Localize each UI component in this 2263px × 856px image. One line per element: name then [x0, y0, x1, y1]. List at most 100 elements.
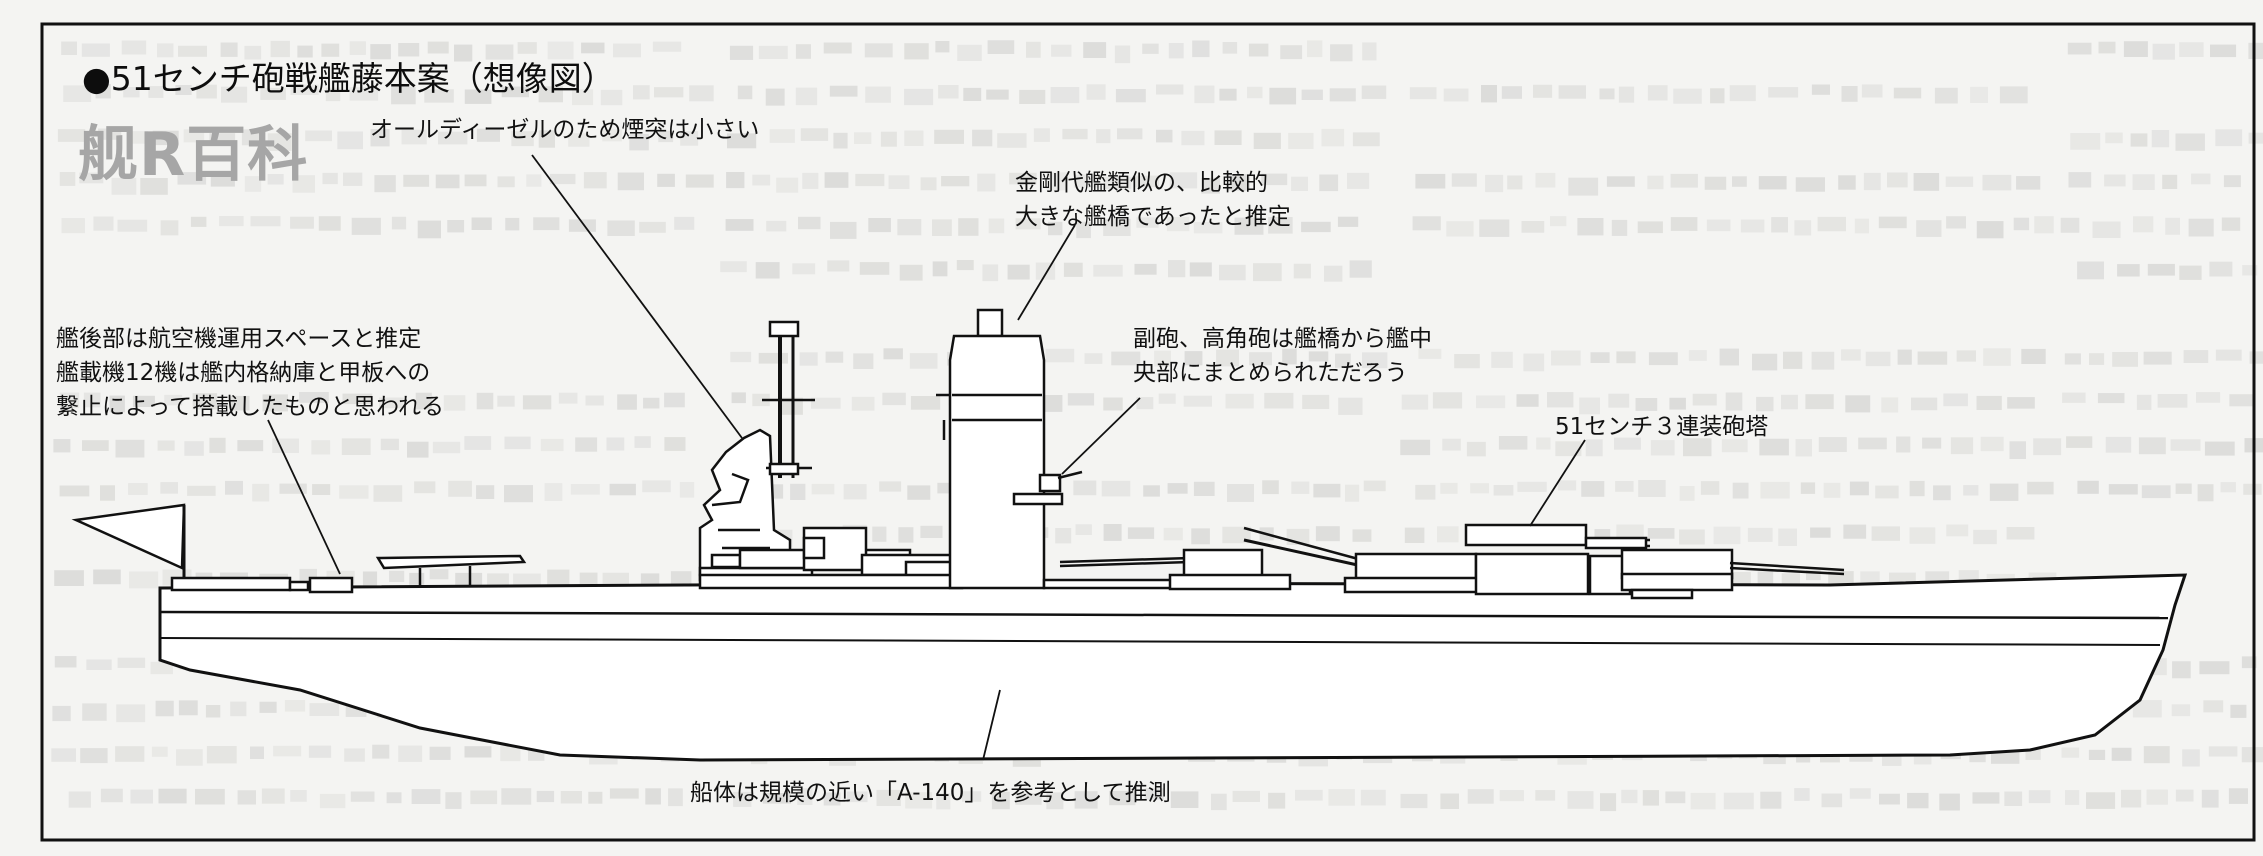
bleed-glyph	[1621, 789, 1638, 804]
bleed-glyph	[1909, 527, 1936, 544]
bleed-glyph	[279, 483, 307, 494]
bleed-glyph	[1679, 486, 1695, 501]
bleed-glyph	[2165, 217, 2180, 235]
bleed-glyph	[855, 173, 885, 187]
bleed-glyph	[2209, 261, 2233, 277]
bleed-glyph	[1046, 792, 1064, 810]
bleed-glyph	[79, 172, 104, 184]
bleed-glyph	[325, 87, 341, 102]
bleed-glyph	[1338, 397, 1363, 415]
main-deck-forward-block	[1042, 578, 1176, 590]
bleed-glyph	[811, 483, 835, 495]
bleed-glyph	[424, 89, 454, 103]
bleed-glyph	[1581, 481, 1605, 497]
bleed-glyph	[1103, 524, 1122, 541]
bleed-glyph	[2175, 133, 2205, 151]
annotation-secondary-guns: 副砲、高角砲は艦橋から艦中 央部にまとめられただろう	[1133, 326, 1432, 386]
bleed-glyph	[1335, 353, 1351, 368]
bleed-glyph	[1970, 86, 1988, 103]
bleed-glyph	[670, 571, 692, 585]
bleed-glyph	[1887, 172, 1908, 188]
bleed-glyph	[1637, 221, 1663, 234]
bleed-glyph	[657, 173, 675, 187]
bleed-glyph	[823, 42, 852, 54]
hull-step-line	[159, 637, 2161, 646]
bleed-glyph	[2105, 132, 2123, 144]
bleed-glyph	[500, 746, 521, 762]
funnel-block	[698, 428, 792, 577]
bleed-glyph	[526, 174, 542, 187]
bleed-glyph	[851, 396, 875, 411]
bleed-glyph	[1817, 216, 1846, 232]
bleed-glyph	[1647, 85, 1668, 101]
bleed-glyph	[769, 129, 795, 143]
bleed-glyph	[1227, 174, 1250, 191]
bleed-glyph	[2188, 218, 2214, 237]
bleed-glyph	[1168, 260, 1186, 278]
bleed-glyph	[140, 178, 168, 195]
bleed-glyph	[1076, 221, 1091, 239]
bleed-glyph	[57, 129, 86, 142]
bleed-glyph	[1216, 349, 1239, 367]
bleed-glyph	[2183, 350, 2209, 363]
bleed-glyph	[128, 483, 148, 495]
bleed-glyph	[148, 86, 164, 98]
bleed-glyph	[1911, 397, 1938, 411]
bleed-glyph	[321, 43, 340, 57]
bleed-glyph	[160, 482, 178, 494]
bleed-glyph	[1225, 393, 1254, 409]
bleed-glyph	[1109, 790, 1136, 806]
bleed-glyph	[1440, 482, 1458, 494]
bleed-glyph	[1768, 87, 1799, 98]
bleed-glyph	[1650, 440, 1675, 456]
bleed-glyph	[1214, 130, 1242, 145]
bleed-glyph	[1889, 572, 1916, 584]
bleed-glyph	[1363, 480, 1386, 492]
bleed-glyph	[319, 793, 346, 809]
bleed-glyph	[1692, 393, 1717, 406]
bleed-glyph	[476, 392, 494, 410]
bleed-glyph	[2208, 746, 2238, 757]
bleed-glyph	[2062, 392, 2086, 403]
bleed-glyph	[880, 131, 897, 147]
bleed-glyph	[2025, 749, 2041, 760]
bleed-glyph	[1183, 395, 1212, 407]
bleed-glyph	[1608, 393, 1630, 408]
bleed-glyph	[1989, 483, 2019, 501]
bleed-glyph	[1973, 529, 1997, 545]
bleed-glyph	[2248, 42, 2263, 59]
bleed-glyph	[1222, 526, 1251, 544]
bleed-glyph	[2204, 441, 2235, 456]
bleed-glyph	[290, 84, 319, 95]
bleed-glyph	[2171, 704, 2191, 717]
bleed-glyph	[982, 264, 999, 282]
bleed-glyph	[986, 89, 1009, 100]
bleed-glyph	[1878, 216, 1907, 229]
bleed-glyph	[1550, 216, 1567, 227]
bleed-glyph	[778, 397, 803, 415]
bleed-glyph	[640, 573, 660, 585]
bleed-glyph	[1096, 129, 1111, 144]
bleed-glyph	[1361, 85, 1387, 99]
bleed-glyph	[652, 41, 682, 52]
annotation-leaders	[267, 154, 1586, 761]
bleed-glyph	[758, 352, 788, 364]
bleed-glyph	[2220, 482, 2236, 493]
bleed-glyph	[2121, 789, 2142, 808]
bleed-glyph	[1268, 792, 1286, 809]
bleed-glyph	[438, 131, 468, 145]
bleed-glyph	[830, 221, 857, 239]
bleed-glyph	[389, 570, 405, 582]
bleed-glyph	[2016, 176, 2041, 190]
bleed-glyph	[98, 128, 122, 140]
bleed-glyph	[904, 130, 924, 146]
bleed-glyph	[1861, 84, 1883, 98]
bleed-glyph	[935, 41, 950, 53]
bleed-glyph	[1103, 397, 1123, 411]
bleed-glyph	[1026, 41, 1041, 58]
bleed-glyph	[2179, 265, 2202, 280]
bleed-glyph	[1616, 351, 1636, 364]
bleed-glyph	[1437, 526, 1459, 543]
bleed-glyph	[1723, 792, 1754, 810]
bleed-glyph	[825, 351, 844, 363]
